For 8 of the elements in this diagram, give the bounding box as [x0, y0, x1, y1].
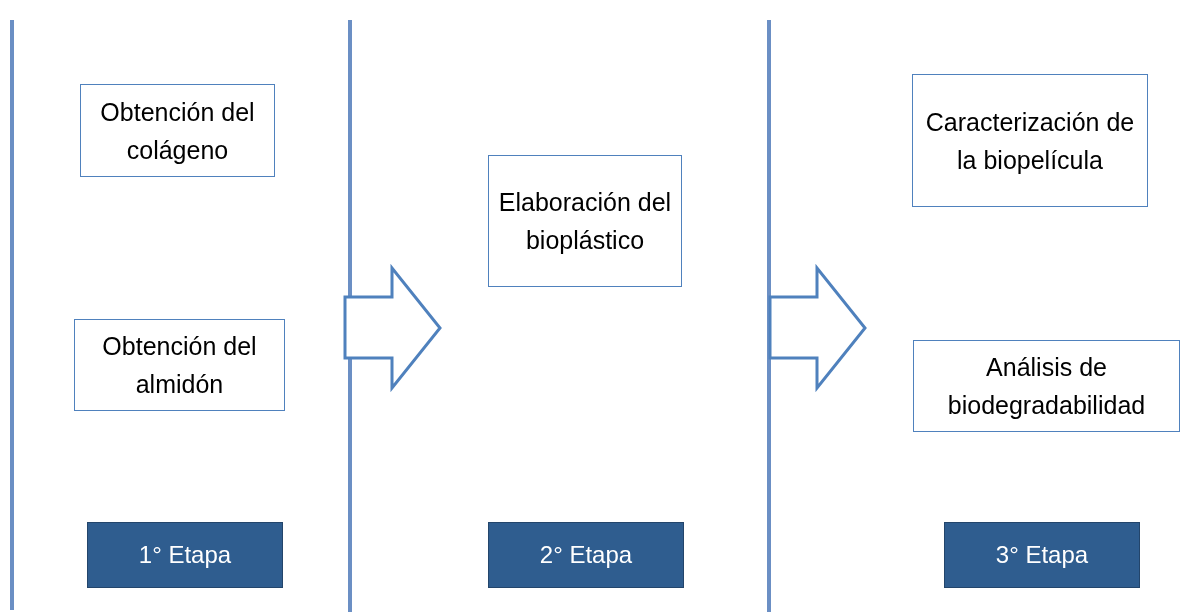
stage-label-box: 3° Etapa — [944, 522, 1140, 588]
stage-label-box: 2° Etapa — [488, 522, 684, 588]
process-box: Análisis de biodegradabilidad — [913, 340, 1180, 432]
process-box: Obtención del colágeno — [80, 84, 275, 177]
process-box: Obtención del almidón — [74, 319, 285, 411]
process-box: Elaboración del bioplástico — [488, 155, 682, 287]
stage-label-box: 1° Etapa — [87, 522, 283, 588]
process-box: Caracterización de la biopelícula — [912, 74, 1148, 207]
